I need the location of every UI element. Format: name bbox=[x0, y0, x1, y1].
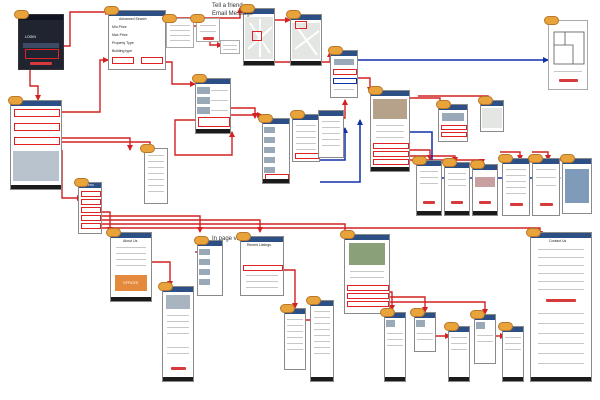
badge-marker bbox=[478, 96, 493, 105]
screen-post-2b[interactable] bbox=[448, 326, 470, 382]
screen-article-2[interactable] bbox=[310, 300, 334, 382]
screen-post-3b[interactable] bbox=[502, 326, 524, 382]
screen-article-1[interactable] bbox=[284, 308, 306, 370]
screen-floor-plan[interactable] bbox=[548, 20, 588, 90]
badge-marker bbox=[368, 86, 383, 95]
badge-marker bbox=[444, 322, 459, 331]
screen-post-3[interactable] bbox=[474, 314, 496, 364]
search-row-building: Building type bbox=[112, 49, 133, 53]
badge-marker bbox=[380, 308, 395, 317]
badge-marker bbox=[258, 114, 273, 123]
search-row-max: Max Price bbox=[112, 33, 128, 37]
search-row-type: Property Type bbox=[112, 41, 134, 45]
screen-property-list[interactable] bbox=[195, 78, 231, 134]
about-title: About Us bbox=[123, 239, 138, 243]
badge-marker bbox=[436, 100, 451, 109]
arrow-menu-to-contactus bbox=[100, 227, 543, 237]
screen-detail-sub-3[interactable] bbox=[472, 164, 498, 216]
screen-grid-2[interactable] bbox=[318, 110, 344, 158]
badge-marker bbox=[526, 228, 541, 237]
badge-marker bbox=[104, 6, 119, 15]
screen-post-1[interactable] bbox=[384, 312, 406, 382]
splash-highlight bbox=[25, 49, 59, 59]
screen-map-small[interactable] bbox=[480, 100, 504, 132]
badge-marker bbox=[192, 74, 207, 83]
note-tell-friend: Tell a friend bbox=[212, 3, 243, 9]
screen-blog[interactable] bbox=[344, 234, 390, 314]
badge-marker bbox=[286, 10, 301, 19]
badge-marker bbox=[498, 154, 513, 163]
badge-marker bbox=[544, 16, 559, 25]
search-row-min: Min Price bbox=[112, 25, 127, 29]
arrow-blue-results-to-floorplan bbox=[340, 57, 549, 63]
screen-photo-viewer[interactable] bbox=[562, 158, 592, 214]
screen-main-menu[interactable]: Menu bbox=[78, 182, 102, 234]
badge-marker bbox=[560, 154, 575, 163]
screen-contact-us[interactable]: Contact Us bbox=[530, 232, 592, 382]
screen-recent-listings[interactable] bbox=[197, 240, 223, 296]
search-title: Advanced Search bbox=[119, 17, 147, 21]
contact-title: Contact Us bbox=[549, 239, 567, 243]
screen-contacts[interactable] bbox=[144, 148, 168, 204]
screen-splash[interactable]: LOGIN bbox=[18, 14, 64, 70]
arrow-splash-to-home bbox=[29, 68, 41, 101]
map-roads-2 bbox=[294, 26, 320, 56]
badge-marker bbox=[240, 4, 255, 13]
screen-grid-1[interactable] bbox=[292, 114, 320, 162]
badge-marker bbox=[194, 236, 209, 245]
note-in-page-video: In page video bbox=[212, 236, 249, 242]
badge-marker bbox=[190, 14, 205, 23]
screen-results-list[interactable] bbox=[262, 118, 290, 184]
screen-search-results[interactable] bbox=[330, 50, 358, 98]
badge-marker bbox=[236, 232, 251, 241]
badge-marker bbox=[306, 296, 321, 305]
badge-marker bbox=[290, 110, 305, 119]
screen-map-2[interactable] bbox=[290, 14, 322, 66]
badge-marker bbox=[280, 304, 295, 313]
offices-banner: OFFICES bbox=[123, 281, 139, 285]
badge-marker bbox=[412, 156, 427, 165]
screen-email-message[interactable] bbox=[220, 40, 240, 54]
screen-offices[interactable] bbox=[162, 286, 194, 382]
screen-calendar[interactable] bbox=[502, 158, 530, 216]
floor-plan-drawing bbox=[553, 31, 585, 65]
screen-post-2[interactable] bbox=[414, 312, 436, 352]
badge-marker bbox=[528, 154, 543, 163]
badge-marker bbox=[410, 308, 425, 317]
screen-home[interactable] bbox=[10, 100, 62, 190]
badge-marker bbox=[340, 230, 355, 239]
arrow-home-up bbox=[62, 57, 109, 113]
badge-marker bbox=[140, 144, 155, 153]
screen-booking-form[interactable] bbox=[532, 158, 560, 216]
screen-agent-contact[interactable] bbox=[438, 104, 468, 142]
badge-marker bbox=[74, 178, 89, 187]
screen-property-detail[interactable] bbox=[370, 90, 410, 172]
badge-marker bbox=[470, 310, 485, 319]
arrow-home-to-contacts bbox=[62, 137, 133, 151]
arrow-menu-to-news bbox=[100, 219, 263, 233]
screen-detail-sub-2[interactable] bbox=[444, 162, 470, 216]
badge-marker bbox=[158, 282, 173, 291]
badge-marker bbox=[162, 14, 177, 23]
screen-news[interactable]: Recent Listings bbox=[240, 236, 284, 296]
arrow-list-to-detail bbox=[230, 107, 258, 119]
screen-advanced-search[interactable]: Advanced Search Min Price Max Price Prop… bbox=[108, 10, 166, 70]
screen-detail-sub-1[interactable] bbox=[416, 160, 442, 216]
recent-title: Recent Listings bbox=[247, 243, 271, 247]
arrow-home-to-search2 bbox=[62, 141, 153, 199]
badge-marker bbox=[498, 322, 513, 331]
badge-marker bbox=[442, 158, 457, 167]
badge-marker bbox=[106, 228, 121, 237]
badge-marker bbox=[328, 46, 343, 55]
badge-marker bbox=[470, 160, 485, 169]
badge-marker bbox=[14, 10, 29, 19]
badge-marker bbox=[8, 96, 23, 105]
screen-about-us[interactable]: About Us OFFICES bbox=[110, 232, 152, 302]
